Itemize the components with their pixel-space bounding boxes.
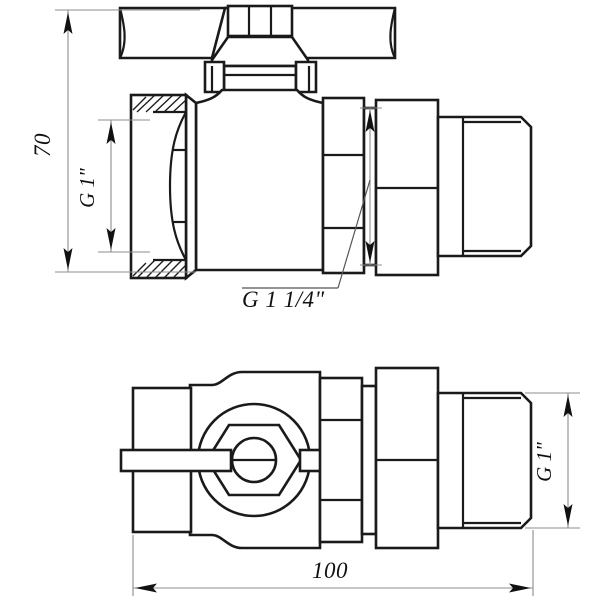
dimension-overall-height: 70: [30, 9, 200, 273]
dimension-right-thread: G 1": [525, 392, 580, 529]
stem-lug-left: [203, 60, 226, 94]
left-collar-taper: [184, 92, 198, 281]
arrow-length-left: [135, 583, 157, 593]
arrow-left-thread-bottom: [106, 228, 116, 250]
handle-left-wing: [118, 6, 227, 60]
dim-label-union-thread: G 1 1/4": [242, 287, 325, 312]
plan-right-union: [318, 366, 533, 550]
dim-label-overall-length: 100: [312, 558, 348, 583]
handle-collar: [210, 35, 310, 68]
section-hatch-top: [132, 94, 187, 113]
arrow-length-right: [509, 583, 531, 593]
left-inlet-collar: [129, 92, 198, 281]
left-collar-inner-profile: [168, 111, 187, 261]
dim-label-right-thread: G 1": [532, 442, 556, 482]
arrow-union-top: [365, 110, 375, 132]
arrow-right-thread-top: [563, 395, 573, 417]
valve-body: [194, 88, 325, 272]
dim-label-overall-height: 70: [30, 133, 55, 157]
stem-lug-right: [294, 60, 318, 94]
side-elevation-view: 70 G 1" G 1 1/4": [30, 4, 533, 312]
arrow-union-bottom: [365, 241, 375, 263]
plan-union-step: [318, 376, 364, 544]
handle-left-wing-edge: [118, 7, 126, 59]
union-step-block: [321, 96, 366, 275]
stem-cap-body: [226, 4, 294, 38]
right-union-assembly: [321, 96, 533, 277]
arrow-left-thread-top: [106, 122, 116, 144]
section-hatch-bottom: [132, 259, 187, 279]
plan-view: G 1" 100: [119, 366, 580, 596]
arrow-height-bottom: [63, 248, 73, 270]
leader-line-union: [337, 179, 371, 289]
dimension-left-thread: G 1": [75, 119, 150, 253]
handle-right-wing: [288, 6, 397, 60]
dim-label-left-thread: G 1": [75, 168, 99, 208]
plan-union-seal-gap: [360, 384, 378, 536]
handle-right-wing-edge: [389, 7, 397, 59]
male-thread-tail: [436, 115, 533, 258]
dimension-union-thread: G 1 1/4": [242, 107, 382, 312]
plan-union-nut: [374, 366, 440, 550]
left-collar-body: [129, 93, 188, 280]
stem-cap: [226, 4, 294, 38]
arrow-height-top: [63, 12, 73, 34]
arrow-right-thread-bottom: [563, 504, 573, 526]
plan-male-thread-tail: [436, 391, 533, 530]
dimension-overall-length: 100: [132, 530, 534, 596]
plan-lever-bar-left: [119, 448, 233, 473]
